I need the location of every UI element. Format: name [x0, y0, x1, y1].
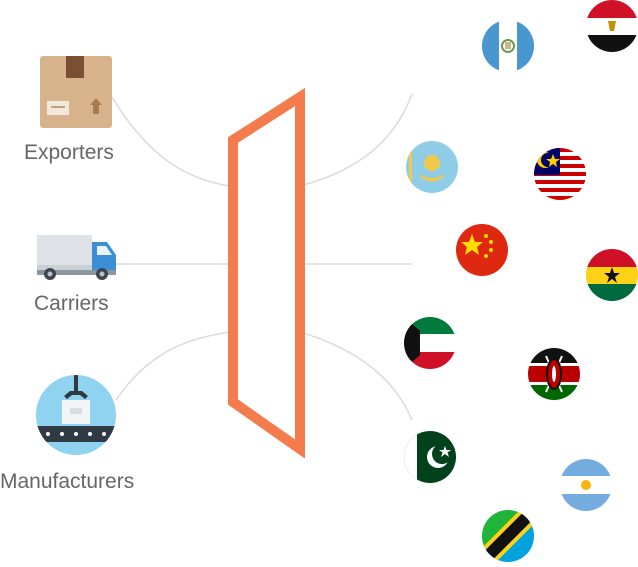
kuwait-flag-icon — [404, 317, 456, 369]
exporters-label: Exporters — [24, 141, 114, 164]
egypt-flag-icon — [586, 0, 638, 52]
kazakhstan-flag-icon — [406, 141, 458, 193]
pakistan-flag-icon — [404, 431, 456, 483]
box-icon — [40, 56, 112, 128]
gateway-frame-icon — [228, 87, 305, 459]
conveyor-icon — [36, 375, 116, 455]
connector-exporters — [111, 96, 231, 187]
kenya-flag-icon — [528, 348, 580, 400]
china-flag-icon — [456, 224, 508, 276]
argentina-flag-icon — [560, 459, 612, 511]
ghana-flag-icon — [586, 249, 638, 301]
malaysia-flag-icon — [534, 148, 586, 200]
truck-icon — [37, 235, 116, 280]
connector-manufacturers — [115, 331, 231, 401]
carriers-label: Carriers — [34, 292, 109, 315]
manufacturers-label: Manufacturers — [0, 470, 135, 493]
connector-out-top — [299, 93, 413, 187]
connector-out-bottom — [299, 331, 413, 421]
tanzania-flag-icon — [482, 510, 534, 562]
guatemala-flag-icon — [482, 20, 534, 72]
connector-lines — [111, 93, 413, 421]
